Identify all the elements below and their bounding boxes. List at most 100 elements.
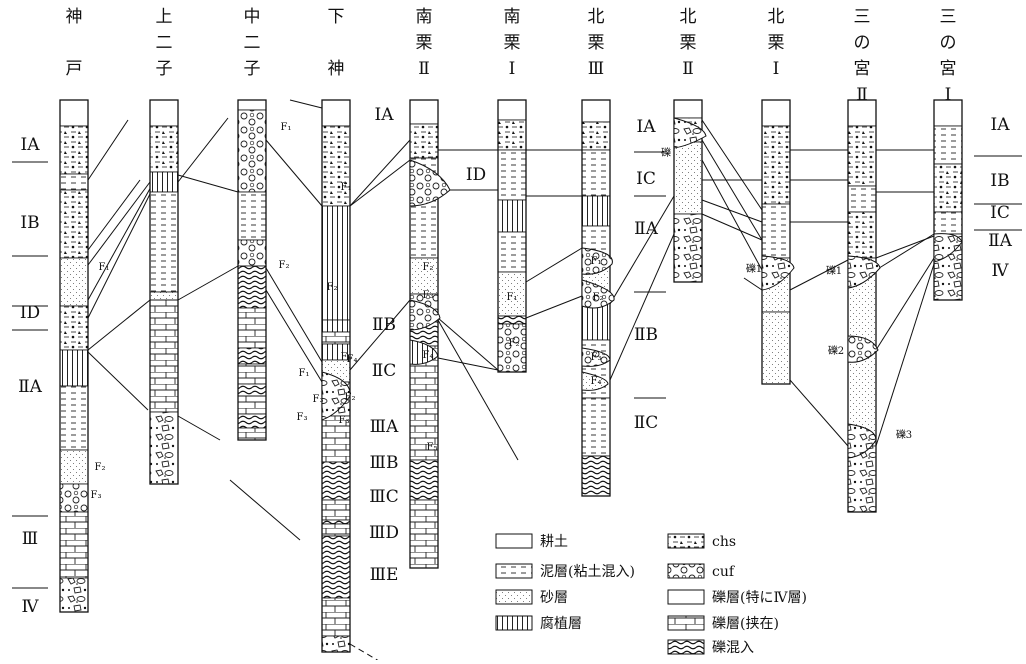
legend-item-sand: 砂層 bbox=[495, 589, 568, 606]
column-outline bbox=[933, 99, 963, 301]
correlation-line bbox=[177, 415, 221, 441]
legend-item-brick: 礫層(挟在) bbox=[667, 615, 779, 632]
stratum-plain bbox=[761, 99, 791, 127]
column-outline bbox=[149, 99, 179, 485]
fault-label: F₃ bbox=[339, 415, 350, 426]
legend-label: 腐植層 bbox=[540, 615, 582, 632]
stratum-mud bbox=[497, 149, 527, 201]
layer-label: ⅡA bbox=[634, 219, 659, 239]
lens-gravel bbox=[847, 255, 881, 289]
legend-swatch bbox=[495, 589, 533, 605]
correlation-line bbox=[87, 119, 129, 181]
legend-label: 礫混入 bbox=[712, 640, 754, 656]
layer-label: ⅠD bbox=[466, 165, 486, 185]
column-nakafutago-char: 子 bbox=[244, 59, 261, 79]
fault-label: F₂ bbox=[279, 260, 290, 271]
correlation-line bbox=[525, 295, 583, 319]
legend-label: 砂層 bbox=[540, 590, 568, 606]
column-sannomiya1-char: 三 bbox=[940, 7, 957, 27]
column-sannomiya2-char: 三 bbox=[854, 7, 871, 27]
legend-swatch bbox=[495, 615, 533, 631]
layer-label: ⅠA bbox=[21, 135, 41, 155]
column-outline bbox=[497, 99, 527, 373]
correlation-line bbox=[701, 159, 763, 271]
stratum-chs bbox=[59, 305, 89, 351]
column-outline bbox=[409, 99, 439, 569]
stratum-mix bbox=[237, 413, 267, 429]
correlation-line bbox=[349, 139, 411, 207]
legend-swatch bbox=[495, 533, 533, 549]
column-sannomiya1-char: Ⅰ bbox=[945, 85, 952, 105]
layer-label: ⅡA bbox=[18, 377, 43, 397]
stratum-mix bbox=[409, 459, 439, 501]
column-hokuzoku2-char: 北 bbox=[680, 7, 697, 27]
stratum-chs bbox=[847, 125, 877, 187]
stratum-chs bbox=[409, 123, 439, 159]
lens-cuf bbox=[409, 159, 451, 207]
stratum-cuf bbox=[237, 109, 267, 193]
layer-label: ⅡB bbox=[634, 325, 658, 345]
stratum-sand bbox=[761, 311, 791, 385]
column-outline bbox=[237, 99, 267, 441]
correlation-line bbox=[437, 319, 519, 461]
column-nanzoku1 bbox=[497, 99, 527, 373]
legend-item-mud: 泥層(粘土混入) bbox=[495, 563, 635, 580]
lens-cuf bbox=[581, 279, 615, 309]
column-sannomiya2-char: 宮 bbox=[854, 59, 871, 79]
stratum-plain bbox=[497, 99, 527, 121]
stratum-sand bbox=[59, 449, 89, 485]
layer-label: Ⅳ bbox=[992, 261, 1010, 281]
stratum-plain bbox=[321, 99, 351, 127]
stratum-chs bbox=[59, 125, 89, 175]
legend-label: 礫層(挟在) bbox=[712, 616, 779, 632]
stratum-mix bbox=[321, 461, 351, 501]
legend-label: cuf bbox=[712, 564, 736, 580]
correlation-line bbox=[229, 479, 301, 541]
fault-label: F₂ bbox=[345, 392, 356, 403]
lens-bodies bbox=[321, 117, 963, 459]
dashed-extension-line bbox=[349, 643, 386, 664]
gravel-label: 礫3 bbox=[896, 428, 912, 441]
correlation-line bbox=[87, 181, 151, 266]
lens-cuf bbox=[847, 335, 879, 363]
stratum-mix bbox=[497, 315, 527, 325]
legend-label: chs bbox=[712, 534, 736, 550]
stratum-brick bbox=[237, 427, 267, 441]
stratum-mix bbox=[321, 519, 351, 525]
lens-gravel bbox=[761, 255, 795, 291]
correlation-line bbox=[349, 159, 411, 207]
lens-gravel bbox=[321, 371, 351, 421]
column-shimogami-char: 下 bbox=[328, 7, 345, 27]
stratum-plain bbox=[149, 99, 179, 127]
layer-label: ⅢD bbox=[369, 523, 399, 543]
legend-swatch bbox=[667, 615, 705, 631]
lens-gravel bbox=[673, 117, 707, 149]
layer-label: ⅠB bbox=[990, 171, 1009, 191]
layer-label: Ⅲ bbox=[22, 529, 38, 549]
column-outline bbox=[59, 99, 89, 613]
correlation-lines bbox=[87, 99, 935, 664]
fault-label: F₃ bbox=[91, 490, 102, 501]
fault-label: F₄ bbox=[341, 352, 352, 363]
stratum-mix bbox=[321, 535, 351, 599]
column-hokuzoku1 bbox=[761, 99, 791, 385]
column-kobe bbox=[59, 99, 89, 613]
legend-item-plain: 耕土 bbox=[495, 533, 568, 550]
column-hokuzoku3-char: 栗 bbox=[588, 33, 605, 53]
stratum-chs bbox=[497, 119, 527, 151]
stratum-chs bbox=[149, 125, 179, 173]
correlation-line bbox=[789, 259, 849, 291]
column-nakafutago-char: 中 bbox=[244, 7, 261, 27]
stratum-chs bbox=[933, 163, 963, 213]
correlation-line bbox=[875, 233, 935, 271]
fault-label: F₁ bbox=[281, 122, 292, 133]
legend-item-humus: 腐植層 bbox=[495, 615, 582, 632]
stratum-brick bbox=[59, 511, 89, 579]
fault-label: F₅ bbox=[427, 442, 438, 453]
correlation-line bbox=[437, 317, 499, 371]
stratum-plain bbox=[581, 99, 611, 123]
correlation-line bbox=[87, 299, 151, 351]
lens-humus bbox=[409, 339, 439, 365]
stratum-mix bbox=[237, 347, 267, 365]
